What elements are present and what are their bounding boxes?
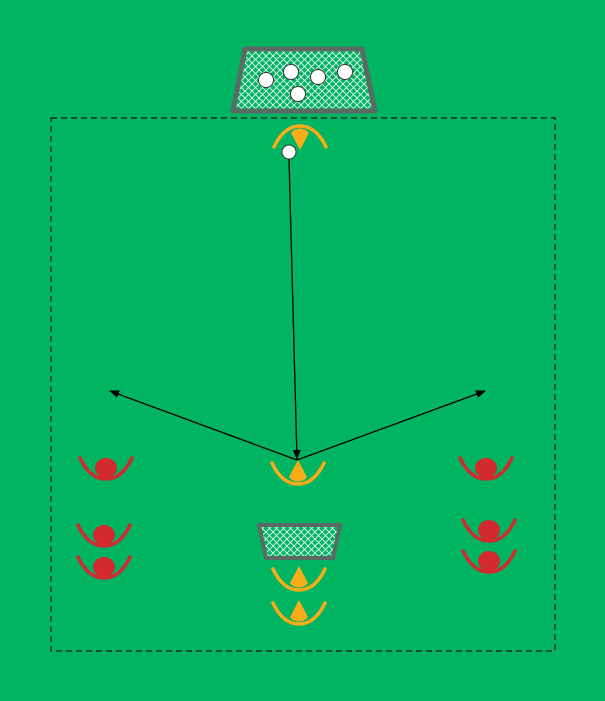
red-right-player-1 [458, 456, 514, 481]
ball [283, 64, 299, 80]
field-boundary [50, 117, 556, 652]
red-right-player-3 [461, 549, 517, 574]
red-left-player-1 [78, 456, 134, 481]
dribble-left-arrow [109, 390, 298, 461]
orange-keeper-player [272, 124, 328, 152]
red-left-player-2 [76, 523, 132, 548]
red-right-player-2 [461, 518, 517, 543]
orange-center-player [270, 458, 326, 486]
red-left-player-3 [76, 555, 132, 580]
orange-queue-player-1 [271, 564, 327, 592]
goal-top [230, 46, 378, 114]
ball [281, 144, 297, 160]
ball [290, 86, 306, 102]
ball [337, 64, 353, 80]
pass-arrow [288, 158, 301, 460]
ball [258, 72, 274, 88]
ball [310, 69, 326, 85]
dribble-right-arrow [296, 390, 486, 461]
orange-queue-player-2 [271, 598, 327, 626]
goal-bottom [257, 523, 342, 560]
